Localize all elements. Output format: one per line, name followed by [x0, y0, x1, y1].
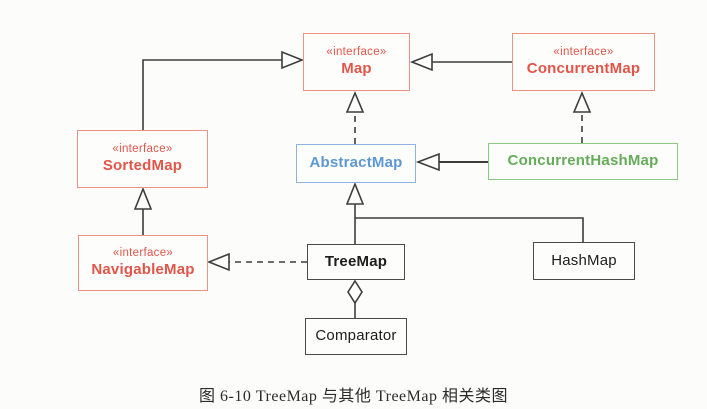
stereotype-label: «interface» [112, 143, 173, 156]
connector-treemap-implements-navigablemap [206, 252, 307, 272]
figure-caption: 图 6-10 TreeMap 与其他 TreeMap 相关类图 [199, 388, 508, 405]
hollow-triangle-into-concurrentmap-bottom [572, 90, 592, 113]
class-name: NavigableMap [91, 260, 195, 278]
class-name: SortedMap [102, 156, 183, 174]
class-name: Map [341, 59, 372, 77]
class-name: TreeMap [324, 252, 388, 270]
hollow-triangle-into-sortedmap-bottom [133, 186, 153, 210]
class-box-concurrentmap: «interface» ConcurrentMap [512, 33, 655, 91]
stereotype-label: «interface» [112, 247, 174, 260]
hollow-triangle-into-map-right [409, 52, 433, 72]
connector-concurrenthashmap-extends-abstractmap [415, 152, 488, 172]
class-box-sortedmap: «interface» SortedMap [77, 130, 208, 188]
open-diamond-at-treemap-bottom [347, 279, 363, 305]
hollow-triangle-into-navigablemap-right [206, 252, 230, 272]
hollow-triangle-into-abstractmap-bottom [345, 181, 365, 205]
class-box-abstractmap: AbstractMap [296, 144, 416, 183]
class-box-map: «interface» Map [303, 33, 410, 91]
hollow-triangle-into-map-left [281, 50, 305, 70]
class-box-hashmap: HashMap [533, 242, 635, 280]
class-name: Comparator [315, 327, 397, 345]
connector-concurrentmap-extends-map [409, 52, 512, 72]
connector-treemap-hashmap-extend-abstractmap [345, 181, 584, 244]
class-name: HashMap [551, 251, 617, 269]
class-box-concurrenthashmap: ConcurrentHashMap [488, 143, 678, 180]
class-name: AbstractMap [309, 154, 403, 172]
hollow-triangle-into-map-bottom [345, 90, 365, 113]
class-box-comparator: Comparator [305, 318, 407, 355]
class-name: ConcurrentMap [526, 59, 641, 77]
stereotype-label: «interface» [553, 46, 614, 59]
connector-sortedmap-extends-map [142, 50, 305, 130]
stereotype-label: «interface» [326, 46, 387, 59]
connector-abstractmap-implements-map [345, 90, 365, 144]
class-name: ConcurrentHashMap [507, 152, 659, 170]
class-box-treemap: TreeMap [307, 244, 405, 280]
hollow-triangle-into-abstractmap-right [415, 152, 440, 172]
class-box-navigablemap: «interface» NavigableMap [78, 235, 208, 291]
connector-navigablemap-extends-sortedmap [133, 186, 153, 235]
connector-treemap-aggregates-comparator [347, 279, 363, 318]
connector-concurrenthashmap-implements-concurrentmap [572, 90, 592, 143]
